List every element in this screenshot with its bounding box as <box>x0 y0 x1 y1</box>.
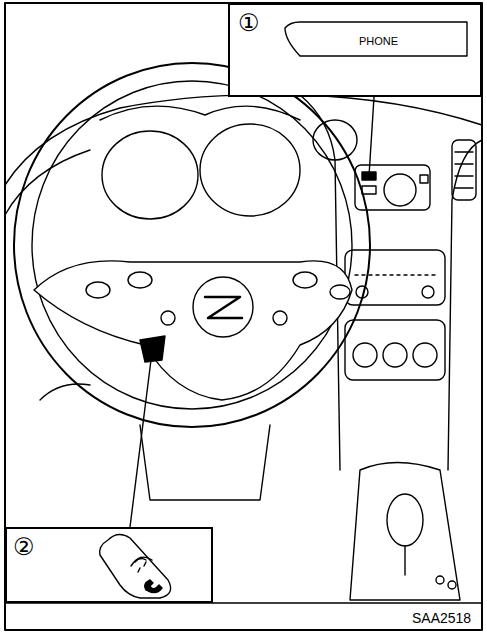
voice-symbol <box>131 557 152 566</box>
air-vent <box>452 140 476 200</box>
climate-knob <box>413 343 437 367</box>
hub-emblem <box>193 277 253 337</box>
air-vent <box>455 152 473 188</box>
phone-switch <box>140 336 165 362</box>
figure-code: SAA2518 <box>412 611 471 625</box>
audio-knob <box>422 286 434 298</box>
steering-wheel-rim <box>32 81 352 409</box>
frame <box>5 3 482 630</box>
climate-unit <box>345 320 445 380</box>
callout-number: ② <box>13 535 35 559</box>
inset-background <box>228 3 482 97</box>
wheel-switch <box>86 282 110 298</box>
gauge <box>200 124 300 216</box>
switch-detail <box>100 534 171 598</box>
gauge-hood <box>100 106 300 120</box>
wheel-switch <box>273 311 287 325</box>
callout-box: ② <box>5 527 213 603</box>
console-edge <box>448 140 482 470</box>
climate-knob <box>383 343 407 367</box>
stalk <box>40 384 90 400</box>
voice-symbol <box>138 562 146 572</box>
leader-line <box>369 97 374 176</box>
climate-knob <box>353 343 377 367</box>
button-label: PHONE <box>290 30 467 52</box>
shift-console <box>350 463 460 601</box>
steering-hub <box>34 261 352 400</box>
steering-wheel-rim <box>14 63 370 427</box>
gauge <box>313 120 357 160</box>
wheel-switch <box>330 285 350 299</box>
dashboard-line <box>5 95 482 185</box>
phone-button-outline <box>285 22 467 56</box>
wheel-switch <box>128 272 152 288</box>
indicator <box>436 576 444 584</box>
phone-symbol <box>145 580 162 593</box>
wheel-switch <box>293 272 317 288</box>
inset-background <box>5 527 213 603</box>
callout-number: ① <box>238 11 260 35</box>
callout-box: ① PHONE <box>228 3 482 97</box>
audio-unit <box>345 250 445 305</box>
shift-lever <box>404 546 405 575</box>
button <box>362 186 376 194</box>
wheel-switch <box>161 311 175 325</box>
control-knob <box>384 174 416 206</box>
button <box>420 175 428 183</box>
leader-line <box>130 352 152 527</box>
steering-column <box>140 425 270 500</box>
emblem-logo <box>205 297 242 318</box>
shift-knob <box>387 494 423 546</box>
gauge <box>102 131 198 219</box>
indicator <box>448 581 456 589</box>
